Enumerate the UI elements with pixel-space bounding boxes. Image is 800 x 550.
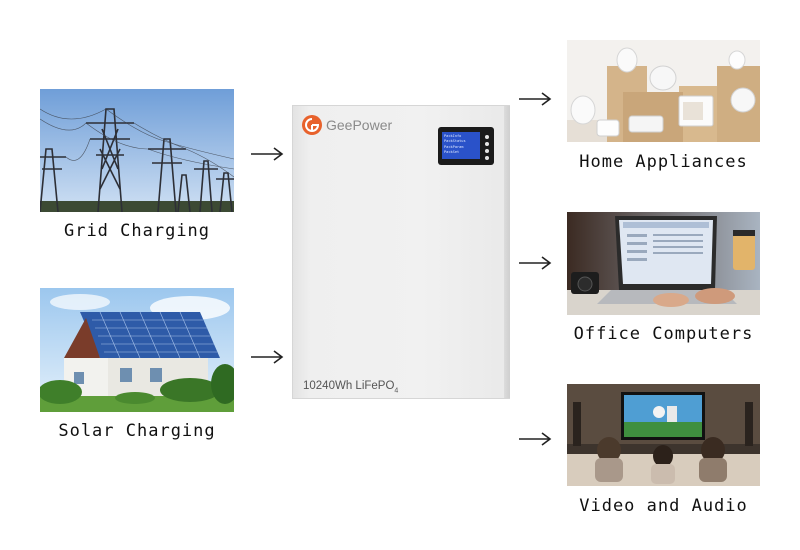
screen-line: PackParam (444, 144, 464, 149)
display-button (485, 142, 489, 146)
solar-charging-label: Solar Charging (58, 421, 216, 441)
grid-charging-label: Grid Charging (63, 221, 211, 241)
display-button (485, 135, 489, 139)
model-subscript: 4 (394, 387, 399, 394)
battery-side-edge (504, 106, 510, 398)
home-appliances-image (567, 40, 760, 142)
video-audio-label: Video and Audio (579, 496, 748, 516)
brand-name: GeePower (326, 117, 393, 133)
display-button (485, 156, 489, 160)
arrow-right-icon (518, 255, 552, 271)
video-audio-image (567, 384, 760, 486)
solar-charging-image (40, 288, 234, 412)
battery-display: PackInfo PackStatus PackParam PackSet (438, 127, 494, 165)
brand: GeePower (302, 115, 392, 135)
display-screen: PackInfo PackStatus PackParam PackSet (442, 132, 480, 159)
screen-line: PackSet (444, 149, 460, 154)
geepower-logo-icon (302, 115, 322, 135)
model-text: 10240Wh LiFePO (303, 379, 395, 392)
battery-model-label: 10240Wh LiFePO4 (303, 380, 398, 394)
office-computers-image (567, 212, 760, 315)
home-appliances-label: Home Appliances (579, 152, 748, 172)
screen-line: PackInfo (444, 134, 462, 138)
arrow-right-icon (250, 349, 284, 365)
battery-unit: GeePower PackInfo PackStatus PackParam P… (292, 105, 510, 399)
office-computers-label: Office Computers (573, 324, 754, 344)
arrow-right-icon (518, 91, 552, 107)
grid-charging-image (40, 89, 234, 212)
arrow-right-icon (250, 146, 284, 162)
arrow-right-icon (518, 431, 552, 447)
display-button (485, 149, 489, 153)
screen-line: PackStatus (444, 139, 466, 144)
